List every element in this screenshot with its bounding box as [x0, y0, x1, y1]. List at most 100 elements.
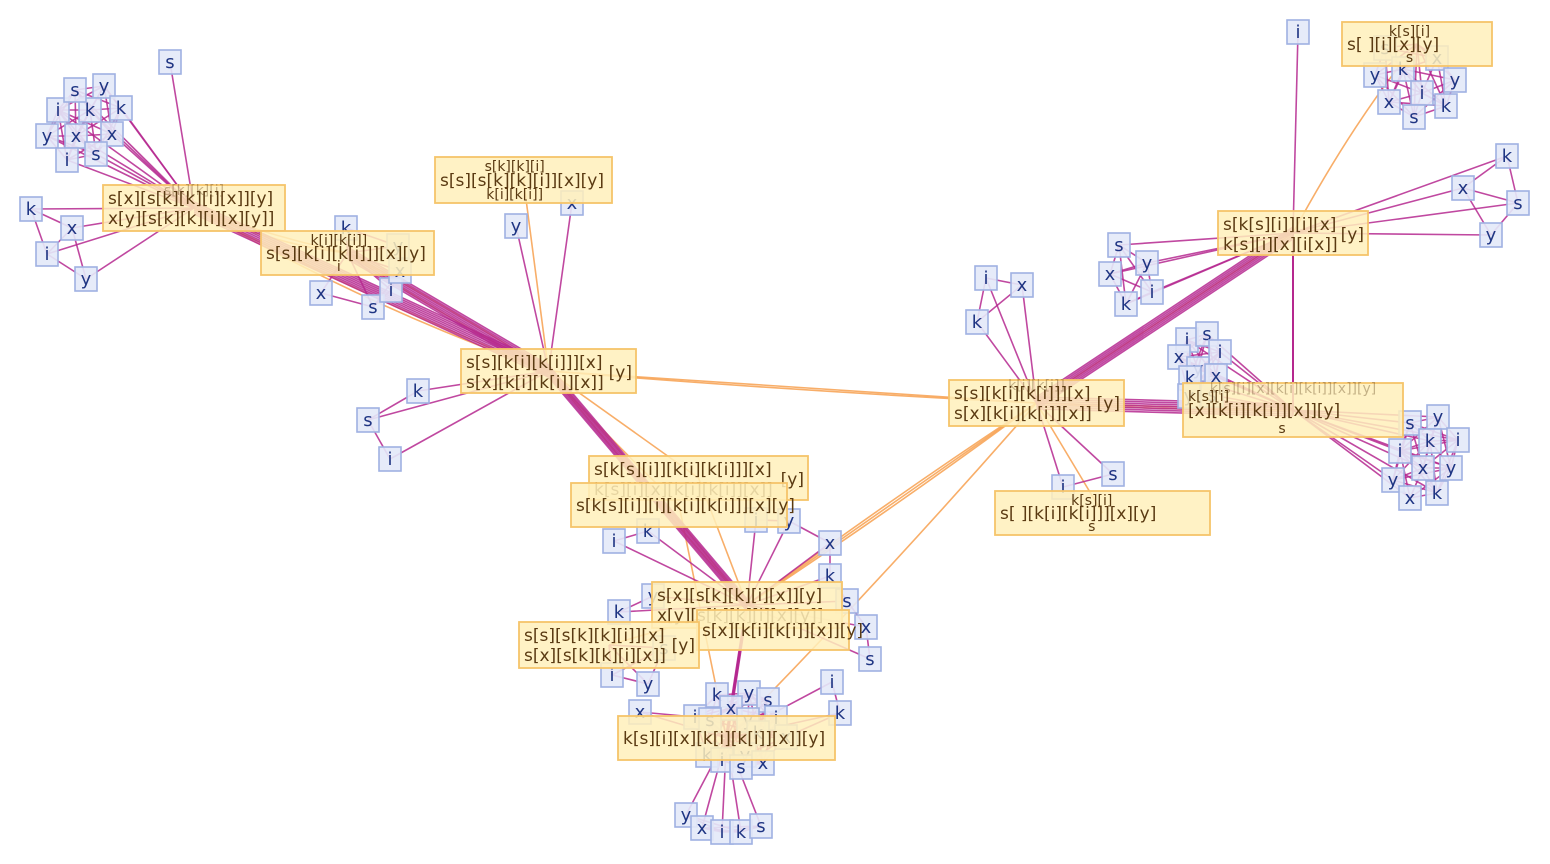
leaf-node-label: x [316, 283, 327, 304]
leaf-node[interactable]: s [749, 813, 773, 839]
leaf-node[interactable]: s [1101, 461, 1125, 487]
leaf-node[interactable]: y [1135, 250, 1159, 276]
leaf-node[interactable]: y [74, 266, 98, 292]
leaf-node[interactable]: x [309, 280, 333, 306]
leaf-node[interactable]: x [1451, 175, 1475, 201]
leaf-node[interactable]: x [1098, 261, 1122, 287]
leaf-node[interactable]: s [356, 407, 380, 433]
leaf-node[interactable]: k [1114, 291, 1138, 317]
leaf-node[interactable]: x [854, 614, 878, 640]
leaf-node[interactable]: x [1377, 89, 1401, 115]
leaf-node[interactable]: s [1506, 190, 1530, 216]
leaf-node[interactable]: y [504, 213, 528, 239]
leaf-node[interactable]: k [965, 309, 989, 335]
leaf-node[interactable]: k [1418, 428, 1442, 454]
leaf-node[interactable]: s [84, 141, 108, 167]
leaf-node-label: y [681, 805, 692, 826]
leaf-node[interactable]: i [35, 241, 59, 267]
leaf-node-box [1402, 104, 1426, 130]
hub-node-h14[interactable]: s[ ][i][x][y]k[s][i]s [1341, 21, 1493, 67]
leaf-node[interactable]: y [35, 123, 59, 149]
leaf-node-label: k [1425, 431, 1436, 452]
hub-label-line: s[x][s[k][k][i][x]][y] [108, 189, 273, 209]
leaf-node[interactable]: k [1434, 93, 1458, 119]
leaf-node[interactable]: x [64, 123, 88, 149]
leaf-node-box [636, 671, 660, 697]
leaf-node[interactable]: s [63, 77, 87, 103]
leaf-node[interactable]: i [602, 528, 626, 554]
hub-node-h4[interactable]: s[s][k[i][k[i]]][x]s[x][k[i][k[i]][x]][y… [460, 348, 637, 394]
hub-node-box [518, 621, 700, 669]
leaf-node[interactable]: x [1010, 272, 1034, 298]
leaf-node[interactable]: i [974, 265, 998, 291]
leaf-node-box [1418, 428, 1442, 454]
hub-label-line: s[x][k[i][k[i]][x]] [466, 373, 604, 393]
leaf-node-box [965, 309, 989, 335]
leaf-node[interactable]: x [100, 121, 124, 147]
leaf-node-label: x [107, 124, 118, 145]
leaf-node[interactable]: k [607, 599, 631, 625]
leaf-node[interactable]: y [1443, 67, 1467, 93]
leaf-node[interactable]: k [729, 819, 753, 845]
leaf-node-label: s [1108, 464, 1117, 485]
hub-node-h9[interactable]: s[s][s[k][k][i]][x]s[x][s[k][k][i][x]][y… [518, 621, 700, 669]
leaf-node[interactable]: i [820, 669, 844, 695]
leaf-node[interactable]: i [1208, 339, 1232, 365]
hub-node-h3[interactable]: s[s][s[k][k][i]][x][y]s[k][k][i]k[i][k[i… [434, 156, 613, 204]
leaf-node[interactable]: k [1495, 143, 1519, 169]
leaf-node[interactable]: s [858, 646, 882, 672]
leaf-node[interactable]: k [406, 378, 430, 404]
leaf-node-label: k [341, 218, 352, 239]
leaf-node-label: k [1441, 96, 1452, 117]
leaf-node[interactable]: x [690, 815, 714, 841]
leaf-node[interactable]: i [378, 446, 402, 472]
leaf-node[interactable]: i [1388, 438, 1412, 464]
leaf-node[interactable]: i [1410, 80, 1434, 106]
leaf-node[interactable]: y [1426, 404, 1450, 430]
hub-label-subscript: k[i][k[i]] [486, 187, 543, 203]
hub-node-h13[interactable]: s[k[s][i]][i][x]k[s][i][x][i[x]][y] [1217, 210, 1369, 256]
leaf-node[interactable]: i [1140, 279, 1164, 305]
leaf-node[interactable]: s [361, 294, 385, 320]
leaf-node[interactable]: s [1107, 232, 1131, 258]
leaf-node-box [1101, 461, 1125, 487]
hub-node-h2[interactable]: s[s][k[i][k[i]]][x][y]k[i][k[i]]i [260, 230, 435, 276]
leaf-node[interactable]: x [1398, 485, 1422, 511]
leaf-node[interactable]: k [109, 95, 133, 121]
leaf-node[interactable]: k [78, 97, 102, 123]
hub-node-h11[interactable]: k[i][k[i]]s[s][k[i][k[i]]][x]s[x][k[i][k… [948, 378, 1125, 427]
hub-node-h10[interactable]: k[s][i][x][k[i][k[i]][x]][y] [617, 715, 836, 761]
leaf-node[interactable]: y [636, 671, 660, 697]
leaf-node-label: i [1397, 441, 1402, 462]
hub-label-line: x[y][s[k][k][i][x][y]] [108, 209, 274, 229]
leaf-node[interactable]: y [92, 73, 116, 99]
leaf-node-label: i [1419, 83, 1424, 104]
leaf-node[interactable]: s [1402, 104, 1426, 130]
leaf-node[interactable]: i [55, 147, 79, 173]
hub-node-h15[interactable]: k[s][i][x][k[i][k[i]][x]][y][x][k[i][k[i… [1182, 381, 1404, 438]
leaf-node[interactable]: x [1411, 455, 1435, 481]
leaf-node[interactable]: k [1425, 480, 1449, 506]
leaf-node[interactable]: y [1439, 455, 1463, 481]
hub-node-box [1217, 210, 1369, 256]
hub-node-box [948, 379, 1125, 427]
leaf-node[interactable]: i [1286, 19, 1310, 45]
leaf-node[interactable]: x [818, 530, 842, 556]
hub-node-h8[interactable]: s[x][k[i][k[i]][x]][y] [696, 609, 863, 651]
hub-label-line: s[ ][k[i][k[i]]][x][y] [1000, 504, 1156, 524]
hub-node-box [460, 348, 637, 394]
leaf-node[interactable]: k [19, 196, 43, 222]
leaf-node[interactable]: y [1479, 222, 1503, 248]
leaf-node[interactable]: y [737, 680, 761, 706]
leaf-node-label: i [1060, 477, 1065, 498]
leaf-node[interactable]: i [1446, 427, 1470, 453]
leaf-node[interactable]: s [158, 49, 182, 75]
leaf-node[interactable]: x [60, 215, 84, 241]
leaf-edge [515, 225, 550, 372]
leaf-node[interactable]: i [46, 97, 70, 123]
hub-node-h12[interactable]: s[ ][k[i][k[i]]][x][y]k[s][i]s [994, 490, 1211, 536]
hub-node-h6[interactable]: s[k[s][i]][i][k[i][k[i]]][x][y] [570, 482, 795, 528]
leaf-node-box [1135, 250, 1159, 276]
hub-node-h1[interactable]: s[k][k][i]s[x][s[k][k][i][x]][y]x[y][s[k… [102, 183, 286, 232]
